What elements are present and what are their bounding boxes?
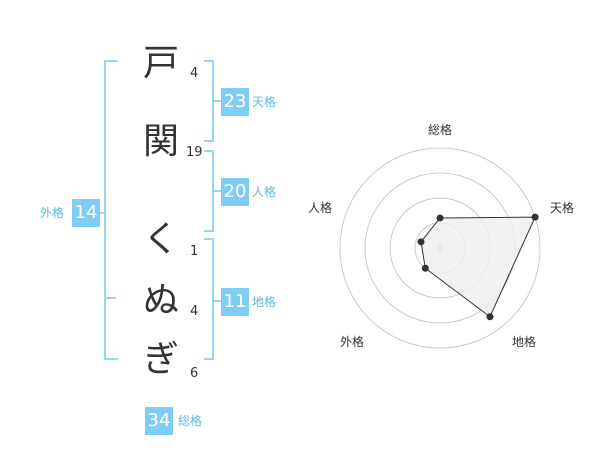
- chikaku-bracket: [204, 238, 214, 360]
- radar-ring: [339, 147, 541, 349]
- tenkaku-label: 天格: [252, 95, 277, 109]
- name-char-3: く: [143, 219, 180, 260]
- radar-data: [417, 213, 539, 321]
- radar-axis-label-tenkaku: 天格: [550, 201, 575, 215]
- name-char-1: 戸: [143, 43, 180, 84]
- name-char-5: ぎ: [143, 339, 180, 380]
- chikaku-label: 地格: [252, 295, 277, 309]
- radar-axis-label-jinkaku: 人格: [308, 201, 333, 215]
- radar-point-2: [531, 213, 539, 221]
- radar-axis-label-chikaku: 地格: [512, 335, 537, 349]
- stroke-count-3: 1: [190, 244, 199, 259]
- jinkaku-value: 20: [221, 178, 249, 206]
- stroke-count-4: 4: [190, 304, 199, 319]
- radar-axis-label-gaikaku: 外格: [340, 335, 365, 349]
- name-char-4: ぬ: [143, 280, 180, 321]
- radar-point-3: [486, 313, 494, 321]
- jinkaku-bracket-tick: [213, 190, 221, 192]
- chikaku-value: 11: [221, 288, 249, 316]
- gaikaku-bracket-mid-tick: [104, 297, 116, 299]
- gaikaku-bracket: [104, 60, 118, 360]
- gaikaku-value: 14: [72, 199, 100, 227]
- soukaku-value: 34: [145, 407, 173, 435]
- chikaku-bracket-tick: [213, 300, 221, 302]
- radar-point-5: [417, 238, 425, 246]
- soukaku-label: 総格: [178, 414, 203, 428]
- jinkaku-label: 人格: [252, 185, 277, 199]
- radar-polygon: [420, 216, 536, 318]
- tenkaku-bracket-tick: [213, 100, 221, 102]
- tenkaku-value: 23: [221, 88, 249, 116]
- gaikaku-label: 外格: [40, 206, 65, 220]
- stroke-count-1: 4: [190, 66, 199, 81]
- stroke-count-5: 6: [190, 366, 199, 381]
- stroke-count-2: 19: [186, 145, 203, 160]
- radar-axis-label-soukaku: 総格: [428, 123, 453, 137]
- radar-point-4: [421, 264, 429, 272]
- radar-point-1: [436, 214, 444, 222]
- name-char-2: 関: [143, 121, 180, 162]
